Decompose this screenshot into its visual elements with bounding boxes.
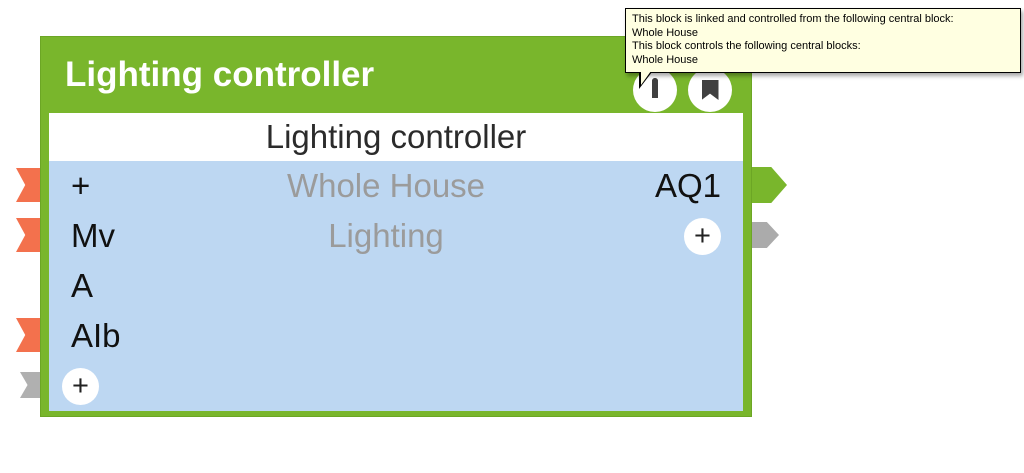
block-row: + bbox=[49, 361, 743, 411]
add-input-button[interactable]: + bbox=[62, 367, 99, 405]
block-row: A bbox=[49, 261, 743, 311]
input-label-a: A bbox=[71, 267, 94, 304]
block-body: + Whole House AQ1 Mv Lighting + A AIb bbox=[49, 161, 743, 411]
tooltip-line: Whole House bbox=[632, 26, 699, 39]
bookmark-icon-button[interactable] bbox=[688, 68, 732, 112]
output-pin-aq1[interactable] bbox=[752, 167, 787, 203]
lighting-controller-block[interactable]: Lighting controller Lighting controller … bbox=[40, 36, 752, 417]
input-label-mv: Mv bbox=[71, 217, 115, 254]
block-row: AIb bbox=[49, 311, 743, 361]
output-label-aq1: AQ1 bbox=[654, 167, 721, 204]
tooltip: This block is linked and controlled from… bbox=[625, 8, 1021, 89]
block-row: + Whole House AQ1 bbox=[49, 161, 743, 211]
output-pin-add[interactable] bbox=[752, 222, 779, 248]
input-label-plus: + bbox=[71, 167, 91, 204]
central-link-label: Whole House bbox=[286, 167, 486, 204]
tooltip-line: This block controls the following centra… bbox=[632, 40, 861, 52]
input-label-aib: AIb bbox=[71, 317, 121, 354]
bookmark-icon bbox=[701, 80, 719, 100]
central-link-label: Lighting bbox=[328, 217, 444, 254]
lock-icon bbox=[652, 78, 658, 99]
tooltip-line: This block is linked and controlled from… bbox=[632, 13, 954, 25]
block-row: Mv Lighting + bbox=[49, 211, 743, 261]
tooltip-line: Whole House bbox=[632, 53, 699, 66]
block-titlebar: Lighting controller bbox=[41, 37, 751, 113]
add-output-button[interactable]: + bbox=[684, 217, 721, 255]
block-name-label: Lighting controller bbox=[49, 113, 743, 161]
block-title: Lighting controller bbox=[65, 55, 375, 94]
